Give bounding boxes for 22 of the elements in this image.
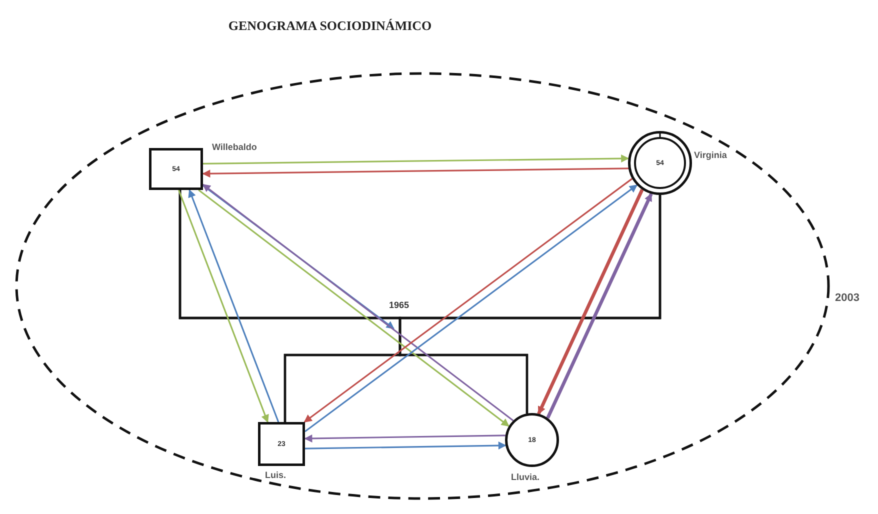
relation-arrow <box>202 184 394 330</box>
relation-arrow <box>203 154 630 164</box>
relation-arrow <box>304 434 506 442</box>
male-square <box>149 148 203 190</box>
relation-arrow <box>546 193 653 419</box>
name-label: Virginia <box>694 150 727 160</box>
edge-label: 1965 <box>388 300 410 310</box>
name-label: Luis. <box>265 470 286 480</box>
double-circle <box>628 131 692 195</box>
relation-arrow <box>537 188 644 415</box>
name-label: Lluvia. <box>511 472 540 482</box>
diagram-title: GENOGRAMA SOCIODINÁMICO <box>227 18 433 34</box>
male-square <box>258 422 305 466</box>
dashed-ellipse <box>15 72 830 500</box>
female-circle <box>505 413 559 467</box>
name-label: Willebaldo <box>212 142 257 152</box>
relation-arrow <box>188 189 280 422</box>
year-label: 2003 <box>835 292 860 304</box>
relation-arrow <box>178 190 269 423</box>
relation-arrow <box>202 168 628 178</box>
family-line <box>398 195 662 414</box>
relation-arrow <box>304 442 506 450</box>
